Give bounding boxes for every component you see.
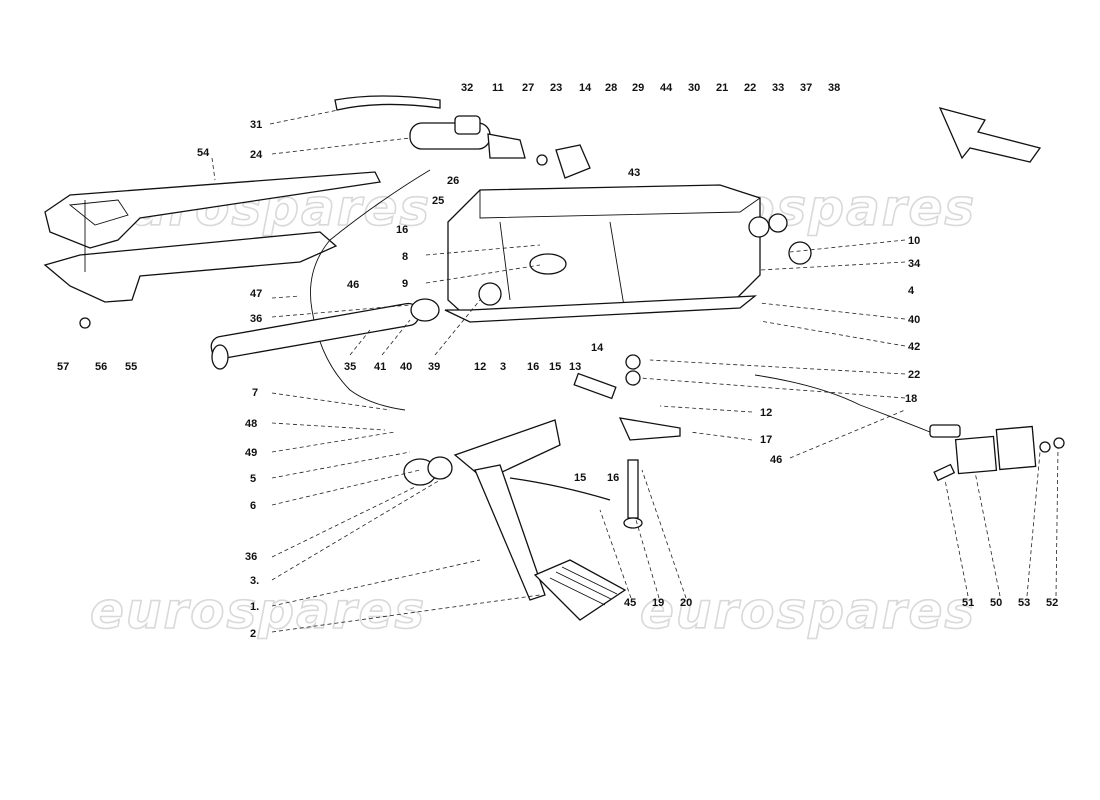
callout-17: 17 — [760, 434, 772, 446]
direction-arrow-icon — [938, 107, 1042, 163]
callout-20: 20 — [680, 597, 692, 609]
lever-mechanism — [573, 354, 681, 529]
master-cylinder — [310, 95, 591, 411]
callout-11: 11 — [492, 82, 504, 94]
callout-44: 44 — [660, 82, 673, 94]
callout-6: 6 — [250, 500, 256, 512]
callout-52: 52 — [1046, 597, 1058, 609]
callout-25: 25 — [432, 195, 444, 207]
callout-56: 56 — [95, 361, 107, 373]
callout-33: 33 — [772, 82, 784, 94]
callout-48: 48 — [245, 418, 257, 430]
seal-37 — [748, 216, 770, 238]
callout-16-upper: 16 — [396, 224, 408, 236]
clutch-cable — [754, 374, 1065, 482]
cap-10 — [788, 241, 812, 265]
callout-40-lower: 40 — [400, 361, 412, 373]
callout-50: 50 — [990, 597, 1002, 609]
clutch-pedal — [403, 419, 627, 621]
release-shaft — [210, 298, 440, 370]
callout-32: 32 — [461, 82, 473, 94]
callout-46-lower: 46 — [770, 454, 782, 466]
callout-38: 38 — [828, 82, 840, 94]
callout-9: 9 — [402, 278, 408, 290]
callout-28: 28 — [605, 82, 617, 94]
callout-labels: 32 11 27 23 14 28 29 44 30 21 22 33 37 3… — [57, 82, 1058, 640]
callout-30: 30 — [688, 82, 700, 94]
callout-2: 2 — [250, 628, 256, 640]
callout-45: 45 — [624, 597, 636, 609]
callout-54: 54 — [197, 147, 210, 159]
callout-19: 19 — [652, 597, 664, 609]
seal-38 — [768, 213, 788, 233]
callout-14-lower: 14 — [591, 342, 604, 354]
callout-57: 57 — [57, 361, 69, 373]
callout-29: 29 — [632, 82, 644, 94]
callout-14: 14 — [579, 82, 592, 94]
callout-18: 18 — [905, 393, 917, 405]
watermark-bottom-left: eurospares — [90, 582, 426, 640]
callout-16-lower: 16 — [607, 472, 619, 484]
callout-26: 26 — [447, 175, 459, 187]
callout-1: 1. — [250, 601, 259, 613]
callout-4: 4 — [908, 285, 915, 297]
callout-49: 49 — [245, 447, 257, 459]
callout-51: 51 — [962, 597, 974, 609]
callout-35: 35 — [344, 361, 356, 373]
callout-47: 47 — [250, 288, 262, 300]
callout-16-mid: 16 — [527, 361, 539, 373]
callout-37: 37 — [800, 82, 812, 94]
return-spring — [509, 477, 611, 501]
callout-31: 31 — [250, 119, 262, 131]
callout-42: 42 — [908, 341, 920, 353]
callout-10: 10 — [908, 235, 920, 247]
callout-12-left: 12 — [474, 361, 486, 373]
callout-3-upper: 3 — [500, 361, 506, 373]
nut-57 — [79, 317, 91, 329]
pedal-box-bracket — [43, 171, 381, 329]
callout-3-lower: 3. — [250, 575, 259, 587]
callout-40-right: 40 — [908, 314, 920, 326]
callout-15-lower: 15 — [574, 472, 586, 484]
callout-55: 55 — [125, 361, 137, 373]
callout-34: 34 — [908, 258, 921, 270]
leader-lines — [211, 109, 1059, 633]
watermark-bottom-right: eurospares — [640, 582, 976, 640]
callout-21: 21 — [716, 82, 728, 94]
callout-53: 53 — [1018, 597, 1030, 609]
callout-12-right: 12 — [760, 407, 772, 419]
callout-22-lower: 22 — [908, 369, 920, 381]
callout-27: 27 — [522, 82, 534, 94]
callout-22: 22 — [744, 82, 756, 94]
callout-23: 23 — [550, 82, 562, 94]
callout-36-lower: 36 — [245, 551, 257, 563]
callout-13: 13 — [569, 361, 581, 373]
callout-7: 7 — [252, 387, 258, 399]
callout-43: 43 — [628, 167, 640, 179]
callout-46-upper: 46 — [347, 279, 359, 291]
callout-36-upper: 36 — [250, 313, 262, 325]
callout-24: 24 — [250, 149, 263, 161]
callout-41: 41 — [374, 361, 386, 373]
callout-15-mid: 15 — [549, 361, 561, 373]
callout-5: 5 — [250, 473, 256, 485]
callout-8: 8 — [402, 251, 408, 263]
callout-39: 39 — [428, 361, 440, 373]
clutch-housing — [444, 184, 812, 323]
